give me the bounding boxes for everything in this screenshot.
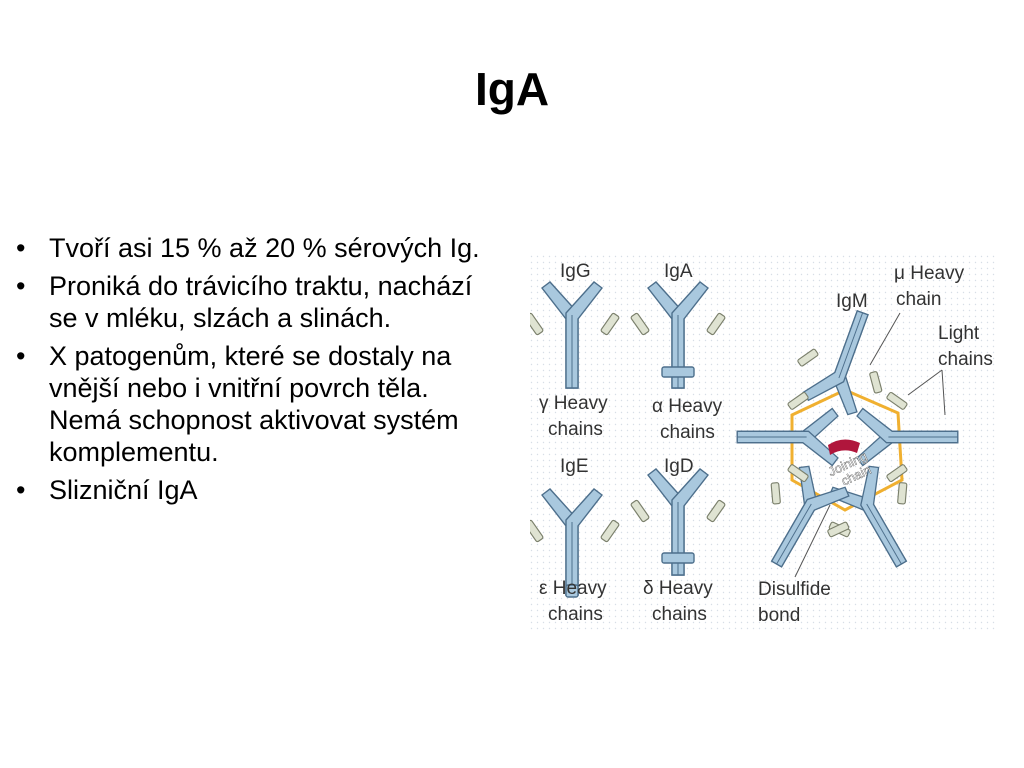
light-chain-pointer-2 (941, 369, 946, 416)
mu-heavy-label: μ Heavy (894, 263, 965, 284)
disulfide-bond-ring (790, 388, 904, 512)
igd-label: IgD (664, 456, 694, 477)
igg-label: IgG (560, 261, 591, 282)
iga-label: IgA (664, 261, 693, 282)
bullet-item: • X patogenům, které se dostaly na vnější… (14, 340, 484, 468)
dotted-background (530, 255, 995, 633)
delta-chains-label: chains (652, 604, 707, 625)
light-label: Light (938, 323, 980, 344)
bond-label: bond (758, 605, 800, 626)
bullet-dot: • (16, 341, 26, 371)
bullet-text: Slizniční IgA (49, 475, 198, 505)
antibody-diagram: IgG γ Heavy chains IgA α Heavy chains Ig… (530, 255, 995, 633)
bullet-dot: • (16, 475, 26, 505)
epsilon-chains-label: chains (548, 604, 603, 625)
light-chain-pointer (907, 369, 943, 396)
igm-label: IgM (836, 291, 868, 312)
bullet-item: • Proniká do trávicího traktu, nachází se… (14, 270, 484, 334)
bullet-dot: • (16, 271, 26, 301)
mu-chain-label: chain (896, 289, 941, 310)
alpha-heavy-label: α Heavy (652, 396, 723, 417)
bullet-text: Tvoří asi 15 % až 20 % sérových Ig. (49, 233, 480, 263)
light-chains-label: chains (938, 349, 993, 370)
iga-antibody (629, 281, 727, 389)
ige-antibody (530, 488, 621, 598)
bullet-dot: • (16, 233, 26, 263)
bullet-text: Proniká do trávicího traktu, nachází se … (49, 271, 473, 333)
epsilon-heavy-label: ε Heavy (539, 578, 607, 599)
gamma-chains-label: chains (548, 419, 603, 440)
bullet-list: • Tvoří asi 15 % až 20 % sérových Ig. • Pr… (14, 232, 484, 512)
delta-heavy-label: δ Heavy (643, 578, 713, 599)
igd-antibody (629, 468, 727, 576)
disulfide-label: Disulfide (758, 579, 831, 600)
bullet-item: • Slizniční IgA (14, 474, 484, 506)
joining-chain (828, 439, 860, 455)
antibody-structure-figure: IgG γ Heavy chains IgA α Heavy chains Ig… (530, 255, 1000, 635)
bullet-text: X patogenům, které se dostaly na vnější … (49, 341, 459, 467)
bullet-item: • Tvoří asi 15 % až 20 % sérových Ig. (14, 232, 484, 264)
alpha-chains-label: chains (660, 422, 715, 443)
gamma-heavy-label: γ Heavy (539, 393, 608, 414)
ige-label: IgE (560, 456, 589, 477)
disulfide-pointer (794, 504, 831, 578)
slide-title: IgA (474, 63, 550, 115)
mu-chain-pointer (869, 312, 901, 366)
